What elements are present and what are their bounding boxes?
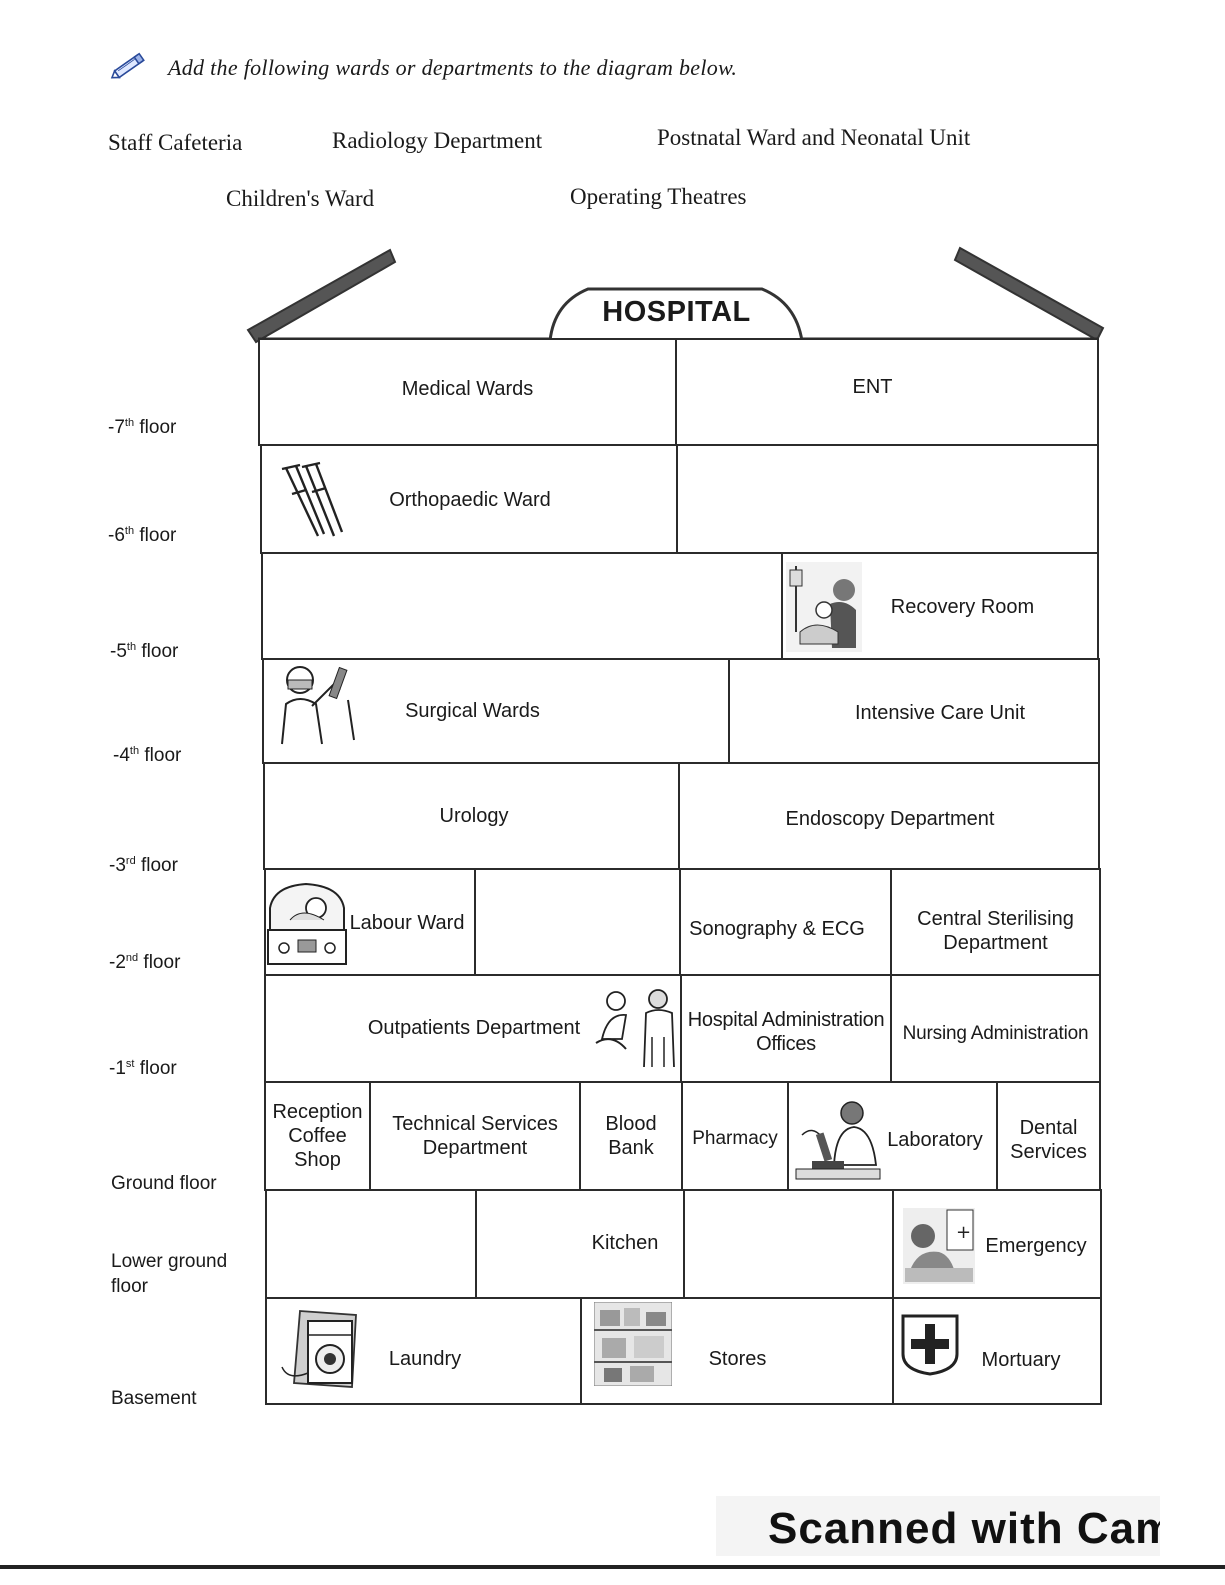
room-label: Urology xyxy=(439,805,509,827)
room-label: ENT xyxy=(852,376,893,398)
room-endoscopy-department xyxy=(678,762,1100,870)
floor-label-3: -3rd floor xyxy=(109,855,178,876)
room-urology xyxy=(263,762,680,870)
room-dental-services xyxy=(996,1081,1101,1191)
floor-label-lower-ground: Lower ground floor xyxy=(111,1251,228,1297)
mortuary-cross-icon xyxy=(901,1314,959,1376)
recovery-patient-icon xyxy=(786,562,862,652)
washing-machine-icon xyxy=(281,1310,357,1388)
room-blank[interactable] xyxy=(265,1189,477,1299)
room-label: Outpatients Department xyxy=(367,1017,581,1039)
floor-label-5: -5th floor xyxy=(110,641,179,662)
room-blank[interactable] xyxy=(683,1189,894,1299)
room-label: Technical Services Department xyxy=(392,1113,558,1159)
room-label: Recovery Room xyxy=(890,596,1035,618)
pencil-icon xyxy=(110,52,145,79)
microscope-icon xyxy=(795,1101,881,1180)
room-label: Stores xyxy=(708,1348,767,1370)
room-label: Pharmacy xyxy=(692,1128,778,1149)
floor-label-6: -6th floor xyxy=(108,525,177,546)
room-label: Hospital Administration Offices xyxy=(687,1009,885,1055)
room-medical-wards xyxy=(258,338,677,446)
floor-label-2: -2nd floor xyxy=(109,952,181,973)
word-bank-item: Children's Ward xyxy=(226,186,375,211)
room-label: Orthopaedic Ward xyxy=(389,489,551,511)
word-bank-item: Radiology Department xyxy=(332,128,543,153)
stores-shelf-icon xyxy=(594,1302,672,1386)
floor-label-4: -4th floor xyxy=(113,745,182,766)
emergency-patient-icon: + xyxy=(903,1208,975,1284)
baby-incubator-icon xyxy=(267,882,347,965)
room-reception-coffee-shop xyxy=(264,1081,371,1191)
scanner-watermark: Scanned with CamScanner xyxy=(716,1496,1160,1556)
room-blank[interactable] xyxy=(474,868,681,976)
crutches-icon xyxy=(281,461,344,537)
floor-label-ground: Ground floor xyxy=(111,1173,217,1194)
room-hospital-administration xyxy=(680,974,892,1083)
instruction-text: Add the following wards or departments t… xyxy=(168,55,738,80)
room-label: Emergency xyxy=(985,1235,1087,1257)
room-label: Central Sterilising Department xyxy=(917,908,1074,954)
room-label: Mortuary xyxy=(981,1349,1061,1371)
room-label: Dental Services xyxy=(1010,1117,1087,1163)
word-bank-item: Operating Theatres xyxy=(570,184,747,209)
room-label: Surgical Wards xyxy=(405,700,540,722)
room-label: Nursing Administration xyxy=(902,1023,1089,1044)
surgeon-icon xyxy=(281,666,355,745)
page-edge-line xyxy=(0,1565,1225,1569)
doctor-patient-icon xyxy=(595,989,675,1068)
room-label: Endoscopy Department xyxy=(785,808,995,830)
floor-label-1: -1st floor xyxy=(109,1058,177,1079)
room-blank[interactable] xyxy=(261,552,783,660)
room-label: Kitchen xyxy=(591,1232,659,1254)
room-label: Sonography & ECG xyxy=(689,918,865,940)
word-bank-item: Staff Cafeteria xyxy=(108,130,243,155)
room-label: Blood Bank xyxy=(605,1113,657,1159)
room-blood-bank xyxy=(579,1081,683,1191)
room-intensive-care-unit xyxy=(728,658,1100,764)
watermark-text: Scanned with CamScanner xyxy=(768,1504,1160,1553)
floor-label-7: -7th floor xyxy=(108,417,177,438)
room-sonography-ecg xyxy=(679,868,892,976)
room-ent xyxy=(675,338,1099,446)
room-label: Reception Coffee Shop xyxy=(272,1101,363,1171)
hospital-sign: HOSPITAL xyxy=(602,296,751,328)
room-label: Labour Ward xyxy=(349,912,465,934)
room-label: Laboratory xyxy=(887,1129,983,1151)
room-label: Intensive Care Unit xyxy=(854,702,1026,724)
floor-label-basement: Basement xyxy=(111,1388,197,1409)
room-label: Laundry xyxy=(388,1348,462,1370)
room-blank[interactable] xyxy=(676,444,1099,554)
word-bank-item: Postnatal Ward and Neonatal Unit xyxy=(657,125,971,150)
svg-text:+: + xyxy=(956,1222,971,1243)
hospital-sign-frame xyxy=(548,287,804,342)
room-label: Medical Wards xyxy=(401,378,534,400)
